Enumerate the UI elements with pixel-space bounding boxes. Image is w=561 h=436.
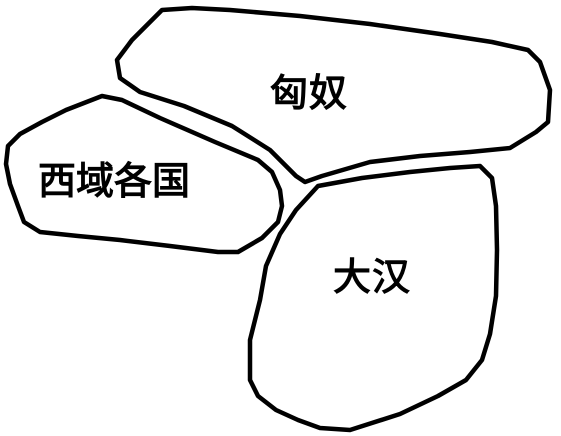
xiyu-region[interactable] — [3, 93, 285, 255]
xiyu-label: 西域各国 — [38, 159, 191, 203]
dahan-region[interactable] — [247, 163, 500, 433]
xiongnu-label: 匈奴 — [270, 71, 349, 115]
dahan-label: 大汉 — [333, 255, 412, 299]
xiongnu-region[interactable] — [114, 5, 553, 185]
